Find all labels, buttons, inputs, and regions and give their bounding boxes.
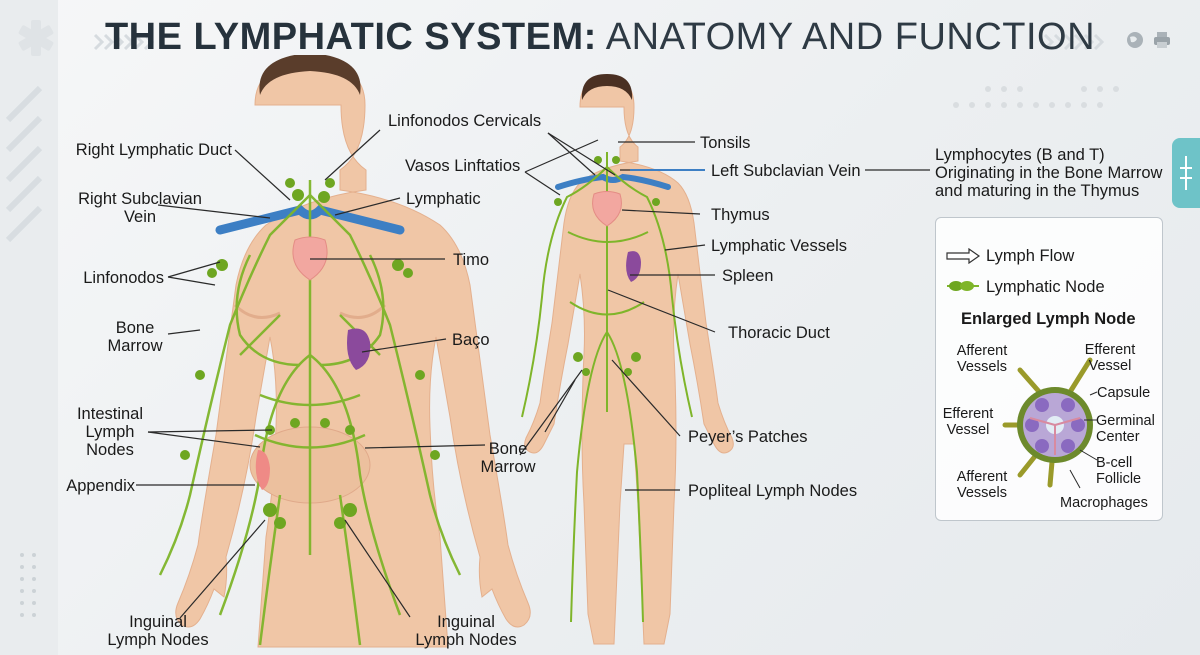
label-macrophages: Macrophages [1060, 495, 1148, 511]
label-tonsils: Tonsils [700, 134, 751, 152]
lymph-flow-arrow-icon [946, 248, 981, 264]
label-line: B-cell [1096, 455, 1133, 471]
label-line: Nodes [86, 441, 134, 459]
label-left-subclavian-vein: Left Subclavian Vein [711, 162, 861, 180]
label-inguinal-right: Inguinal Lymph Nodes [408, 613, 524, 649]
label-efferent-left: Efferent Vessel [940, 406, 996, 438]
label-lymphocytes: Lymphocytes (B and T) Originating in the… [935, 146, 1162, 200]
label-bcell-follicle: B-cell Follicle [1096, 455, 1141, 487]
dropper-icon [1180, 156, 1192, 190]
label-peyers-patches: Peyer’s Patches [688, 428, 808, 446]
label-capsule: Capsule [1097, 385, 1151, 401]
side-tab[interactable] [1172, 138, 1200, 208]
enlarged-lymph-node-title: Enlarged Lymph Node [961, 310, 1136, 328]
label-line: Germinal [1096, 413, 1155, 429]
label-thymus: Thymus [711, 206, 770, 224]
label-timo: Timo [453, 251, 490, 269]
label-appendix: Appendix [66, 477, 135, 495]
label-line: Vessel [946, 422, 990, 438]
label-lymphatic: Lymphatic [406, 190, 481, 208]
page-title: THE LYMPHATIC SYSTEM: ANATOMY AND FUNCTI… [0, 16, 1200, 59]
label-right-lymphatic-duct: Right Lymphatic Duct [75, 141, 232, 159]
printer-icon[interactable] [1153, 31, 1171, 49]
label-line: Center [1096, 429, 1140, 445]
label-line: Afferent [956, 469, 1008, 485]
label-line: Efferent [1084, 342, 1136, 358]
label-bone-marrow-left: Bone Marrow [100, 319, 170, 355]
label-line: Follicle [1096, 471, 1142, 487]
label-line: Vein [123, 208, 157, 226]
label-afferent-bottom: Afferent Vessels [952, 469, 1012, 501]
label-line: Bone [488, 440, 528, 458]
label-popliteal: Popliteal Lymph Nodes [688, 482, 858, 500]
label-line: Vessels [957, 485, 1007, 501]
label-line: Intestinal [76, 405, 144, 423]
label-line: Marrow [480, 458, 536, 476]
label-line: Lymphocytes (B and T) [935, 146, 1105, 164]
label-line: and maturing in the Thymus [935, 182, 1140, 200]
label-line: Lymph Nodes [107, 631, 209, 649]
globe-icon[interactable] [1126, 31, 1144, 49]
label-spleen: Spleen [722, 267, 774, 285]
label-line: Inguinal [437, 613, 495, 631]
label-line: Inguinal [129, 613, 187, 631]
label-line: Marrow [107, 337, 163, 355]
label-baco: Baço [452, 331, 490, 349]
label-line: Vessel [1088, 358, 1132, 374]
label-intestinal-lymph-nodes: Intestinal Lymph Nodes [70, 405, 150, 459]
title-light: ANATOMY AND FUNCTION [605, 16, 1096, 58]
label-line: Vessels [957, 359, 1007, 375]
medical-emblem-icon [18, 20, 54, 56]
label-line: Right Subclavian [78, 190, 202, 208]
enlarged-node-illustration [1002, 357, 1098, 489]
label-thoracic-duct: Thoracic Duct [728, 324, 830, 342]
label-line: Lymph [85, 423, 135, 441]
label-bone-marrow-middle: Bone Marrow [472, 440, 544, 476]
title-bold: THE LYMPHATIC SYSTEM: [104, 16, 597, 58]
legend-lymphatic-node: Lymphatic Node [986, 278, 1105, 296]
legend-lymph-flow: Lymph Flow [986, 247, 1075, 265]
left-body-figure [158, 55, 531, 648]
label-line: Lymph Nodes [415, 631, 517, 649]
right-body-figure [521, 74, 734, 645]
label-line: Efferent [942, 406, 994, 422]
label-line: Afferent [956, 343, 1008, 359]
label-line: Originating in the Bone Marrow [935, 164, 1163, 182]
label-efferent-top: Efferent Vessel [1082, 342, 1138, 374]
label-lymphatic-vessels: Lymphatic Vessels [711, 237, 848, 255]
label-linfonodos-left: Linfonodos [83, 269, 164, 287]
label-vasos-linftatios: Vasos Linftatios [405, 157, 521, 175]
label-line: Bone [115, 319, 155, 337]
label-right-subclavian-vein: Right Subclavian Vein [60, 190, 220, 226]
label-inguinal-left: Inguinal Lymph Nodes [100, 613, 216, 649]
label-germinal-center: Germinal Center [1096, 413, 1155, 445]
lymphatic-node-icon [947, 281, 979, 291]
label-linfonodos-cervicals: Linfonodos Cervicals [388, 112, 542, 130]
label-afferent-top: Afferent Vessels [952, 343, 1012, 375]
